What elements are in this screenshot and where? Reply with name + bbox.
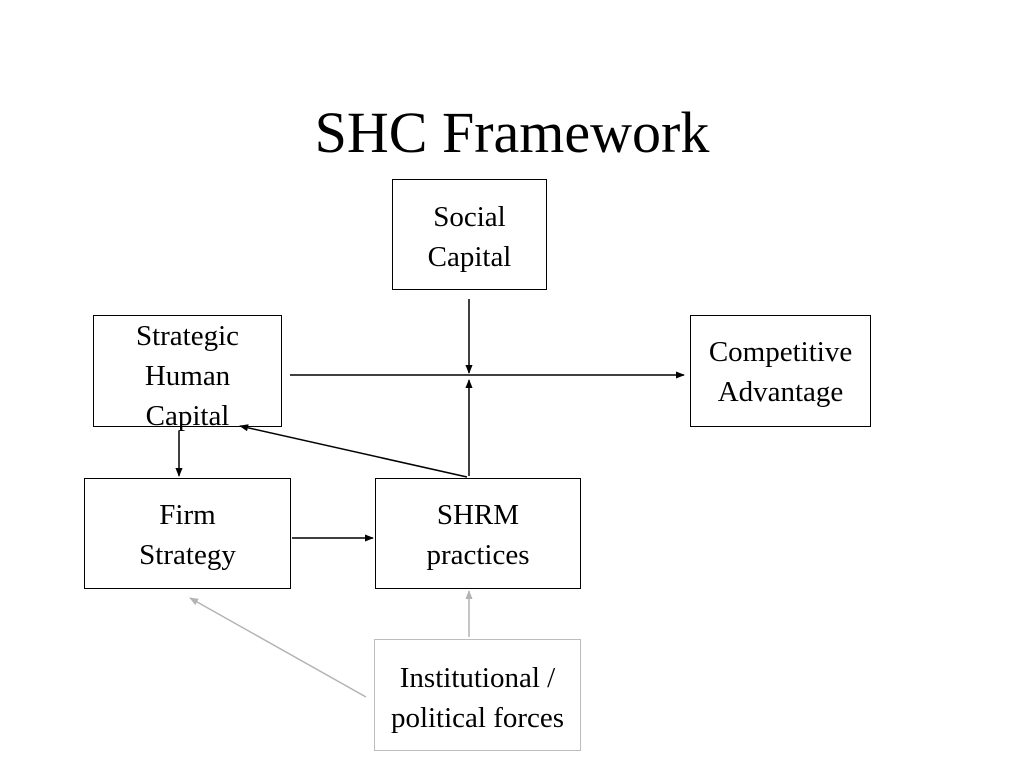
institutional-forces-box: Institutional / political forces — [374, 639, 581, 751]
institutional-forces-label-line-2: political forces — [390, 702, 565, 734]
shrm-practices-box: SHRM practices — [375, 478, 581, 589]
competitive-advantage-label-line-2: Advantage — [717, 376, 844, 408]
strategic-human-capital-label-line-3: Capital — [145, 400, 230, 432]
firm-strategy-label-line-1: Firm — [159, 499, 216, 531]
social-capital-label-line-2: Capital — [427, 241, 512, 273]
institutional-forces-label-line-1: Institutional / — [399, 662, 556, 694]
social-capital-box: Social Capital — [392, 179, 547, 290]
strategic-human-capital-label-line-1: Strategic — [135, 320, 240, 352]
slide-title: SHC Framework — [314, 100, 710, 165]
strategic-human-capital-box: Strategic Human Capital — [93, 315, 282, 432]
social-capital-label-line-1: Social — [433, 201, 506, 233]
competitive-advantage-label-line-1: Competitive — [708, 336, 853, 368]
firm-strategy-box: Firm Strategy — [84, 478, 291, 589]
competitive-advantage-box: Competitive Advantage — [690, 315, 871, 427]
strategic-human-capital-label-line-2: Human — [144, 360, 231, 392]
shrm-practices-label-line-1: SHRM — [436, 499, 520, 531]
shrm-practices-label-line-2: practices — [426, 539, 530, 571]
arrow-institutional-forces-to-firm-strategy — [189, 597, 367, 698]
firm-strategy-label-line-2: Strategy — [139, 539, 236, 571]
